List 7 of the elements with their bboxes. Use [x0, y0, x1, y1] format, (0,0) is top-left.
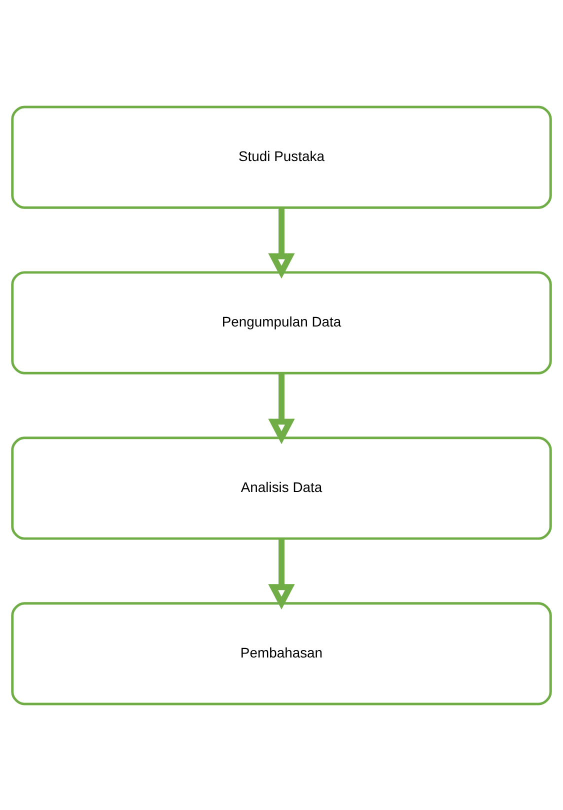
node-box: Analisis Data — [11, 436, 552, 540]
node-box: Pembahasan — [11, 602, 552, 705]
arrow — [268, 538, 295, 610]
arrow — [268, 207, 295, 278]
node-box: Pengumpulan Data — [11, 270, 552, 374]
node-box: Studi Pustaka — [11, 105, 552, 208]
arrow — [268, 372, 295, 444]
